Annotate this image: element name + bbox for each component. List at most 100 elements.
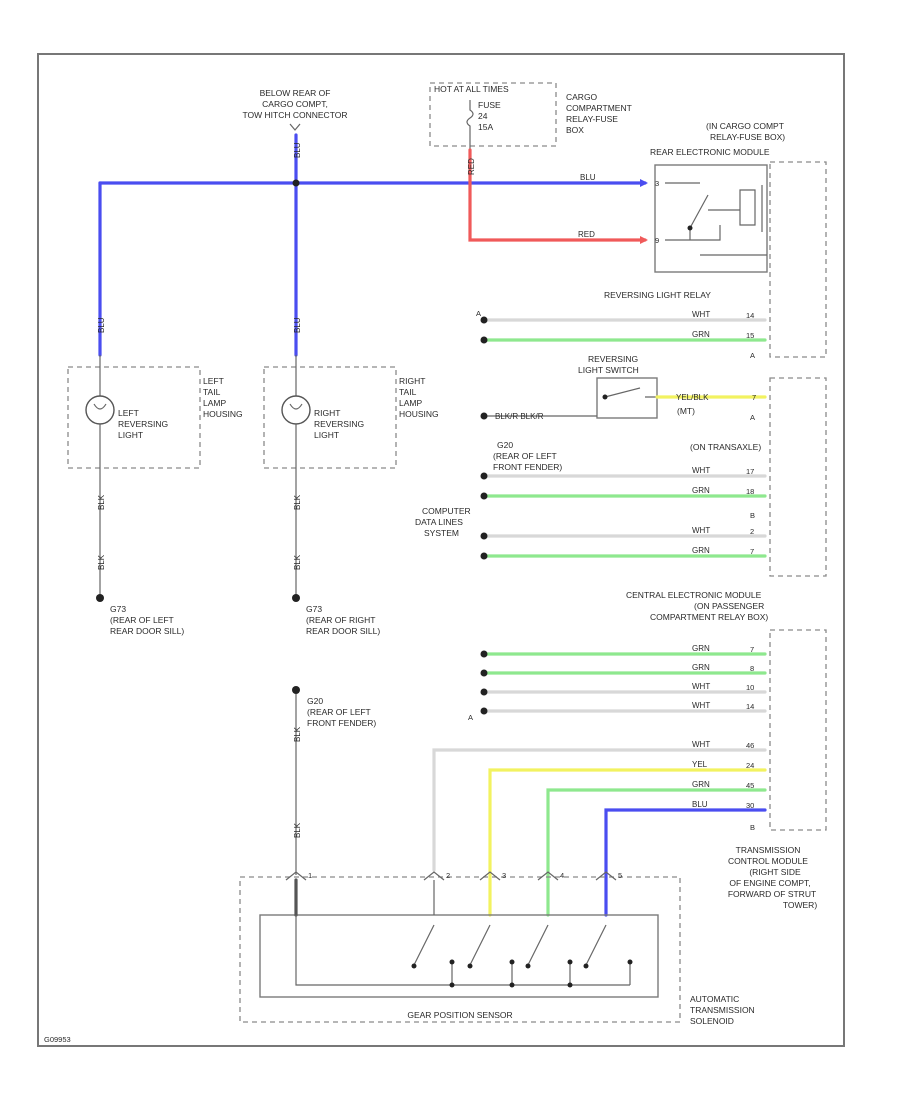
- sensor-contact: [567, 982, 573, 988]
- wht-label-cem-1: WHT: [692, 466, 710, 475]
- cem-pin-7-top: 7: [752, 393, 756, 402]
- tcm-lower-box: [769, 629, 827, 831]
- sensor-switch-1: [413, 924, 435, 966]
- blu-wire-label-right: BLU: [293, 317, 302, 333]
- reversing-switch-1: REVERSING: [588, 354, 638, 364]
- sensor-contact: [627, 959, 633, 965]
- sensor-switch-2: [469, 924, 491, 966]
- grn-label-cem-4: GRN: [692, 663, 710, 672]
- red-wire: [468, 148, 647, 242]
- blk-label-left-1: BLK: [97, 494, 106, 510]
- sensor-contact: [583, 963, 589, 969]
- sensor-contact: [525, 963, 531, 969]
- blk-label-lower-1: BLK: [293, 726, 302, 742]
- reversing-switch-2: LIGHT SWITCH: [578, 365, 639, 375]
- data-line-dot: [480, 472, 488, 480]
- right-bulb-filament: [289, 403, 303, 410]
- g73-right-ground-dot: [292, 594, 300, 602]
- g73-right-2: (REAR OF RIGHT: [306, 615, 375, 625]
- grn-sensor-wire: [546, 788, 767, 917]
- left-tail-lamp-housing: [67, 366, 201, 469]
- computer-data-lines-2: DATA LINES: [415, 517, 463, 527]
- cargo-relay-fuse-box-2: COMPARTMENT: [566, 103, 632, 113]
- sensor-common-bus: [295, 915, 630, 986]
- left-bulb-filament: [93, 403, 107, 410]
- right-tail-lamp-housing: [263, 366, 397, 469]
- blu-label-sensor: BLU: [692, 800, 708, 809]
- cem-pin-17: 17: [746, 467, 754, 476]
- g20-lower-ground-dot: [292, 686, 300, 694]
- arrow-head: [640, 236, 648, 244]
- fuse-rating: 15A: [478, 122, 493, 132]
- a-marker: A: [750, 351, 755, 360]
- fuse-symbol: [466, 100, 474, 150]
- data-line-dot: [480, 669, 488, 677]
- data-line-dot: [480, 552, 488, 560]
- sensor-switch-3: [527, 924, 549, 966]
- b-marker: B: [750, 511, 755, 520]
- blu-wire-label-rem: BLU: [580, 173, 596, 182]
- cem-label-3: COMPARTMENT RELAY BOX): [650, 612, 768, 622]
- a-marker: A: [750, 413, 755, 422]
- tcm-pin-24: 24: [746, 761, 754, 770]
- rem-pin-9: 9: [655, 236, 659, 245]
- central-electronic-module-upper-box: [769, 377, 827, 577]
- right-housing-2: TAIL: [399, 387, 417, 397]
- gear-position-sensor-box: [239, 876, 681, 1023]
- cargo-relay-fuse-box-1: CARGO: [566, 92, 598, 102]
- grn-label-cem-1: GRN: [692, 486, 710, 495]
- cargo-relay-fuse-box-4: BOX: [566, 125, 584, 135]
- data-line-dot: [480, 336, 488, 344]
- at-solenoid-label-1: AUTOMATIC: [690, 994, 739, 1004]
- right-housing-3: LAMP: [399, 398, 422, 408]
- g73-right-3: REAR DOOR SILL): [306, 626, 380, 636]
- computer-data-lines-1: COMPUTER: [422, 506, 471, 516]
- sensor-connector-4: [537, 871, 559, 881]
- relay-contact: [665, 182, 767, 256]
- tcm-pin-14: 14: [746, 702, 754, 711]
- right-housing-1: RIGHT: [399, 376, 425, 386]
- gear-position-sensor-label: GEAR POSITION SENSOR: [407, 1010, 512, 1020]
- tcm-pin-7: 7: [750, 645, 754, 654]
- sensor-contact: [467, 963, 473, 969]
- switch-pivot: [602, 394, 608, 400]
- g20-lower-3: FRONT FENDER): [307, 718, 376, 728]
- blk-label-right-1: BLK: [293, 494, 302, 510]
- sensor-connector-3: [479, 871, 501, 881]
- blk-label-lower-2: BLK: [293, 822, 302, 838]
- left-reversing-light-1: LEFT: [118, 408, 139, 418]
- g20-upper-3: FRONT FENDER): [493, 462, 562, 472]
- right-reversing-light-3: LIGHT: [314, 430, 339, 440]
- data-line-dot: [480, 532, 488, 540]
- reversing-light-relay-box: [654, 164, 768, 273]
- blu-wire-label-left: BLU: [97, 317, 106, 333]
- rem-pin-15: 15: [746, 331, 754, 340]
- cargo-relay-fuse-box-3: RELAY-FUSE: [566, 114, 618, 124]
- tcm-label-5: FORWARD OF STRUT: [728, 889, 816, 899]
- data-line-dot: [480, 492, 488, 500]
- relay-coil: [739, 185, 763, 232]
- g73-left-1: G73: [110, 604, 126, 614]
- g20-upper-2: (REAR OF LEFT: [493, 451, 557, 461]
- tcm-pin-45: 45: [746, 781, 754, 790]
- tcm-pin-10: 10: [746, 683, 754, 692]
- rem-title: REAR ELECTRONIC MODULE: [650, 147, 770, 157]
- blk-label-right-2: BLK: [293, 554, 302, 570]
- g20-lower-1: G20: [307, 696, 323, 706]
- right-reversing-bulb-icon: [281, 395, 311, 425]
- wht-label-cem-3: WHT: [692, 682, 710, 691]
- g20-upper-1: G20: [497, 440, 513, 450]
- sensor-pin-1: 1: [308, 871, 312, 880]
- a-marker: A: [476, 309, 481, 318]
- grn-label-rem: GRN: [692, 330, 710, 339]
- red-wire-label-vertical: RED: [467, 158, 476, 175]
- figure-code: G09953: [44, 1035, 71, 1044]
- data-line-dot: [480, 707, 488, 715]
- g73-left-ground-dot: [96, 594, 104, 602]
- at-solenoid-label-3: SOLENOID: [690, 1016, 734, 1026]
- left-housing-2: TAIL: [203, 387, 221, 397]
- g73-left-3: REAR DOOR SILL): [110, 626, 184, 636]
- blk-r-switch-label: BLK/R BLK/R: [495, 412, 544, 421]
- tcm-label-2: CONTROL MODULE: [728, 856, 808, 866]
- left-reversing-light-2: REVERSING: [118, 419, 168, 429]
